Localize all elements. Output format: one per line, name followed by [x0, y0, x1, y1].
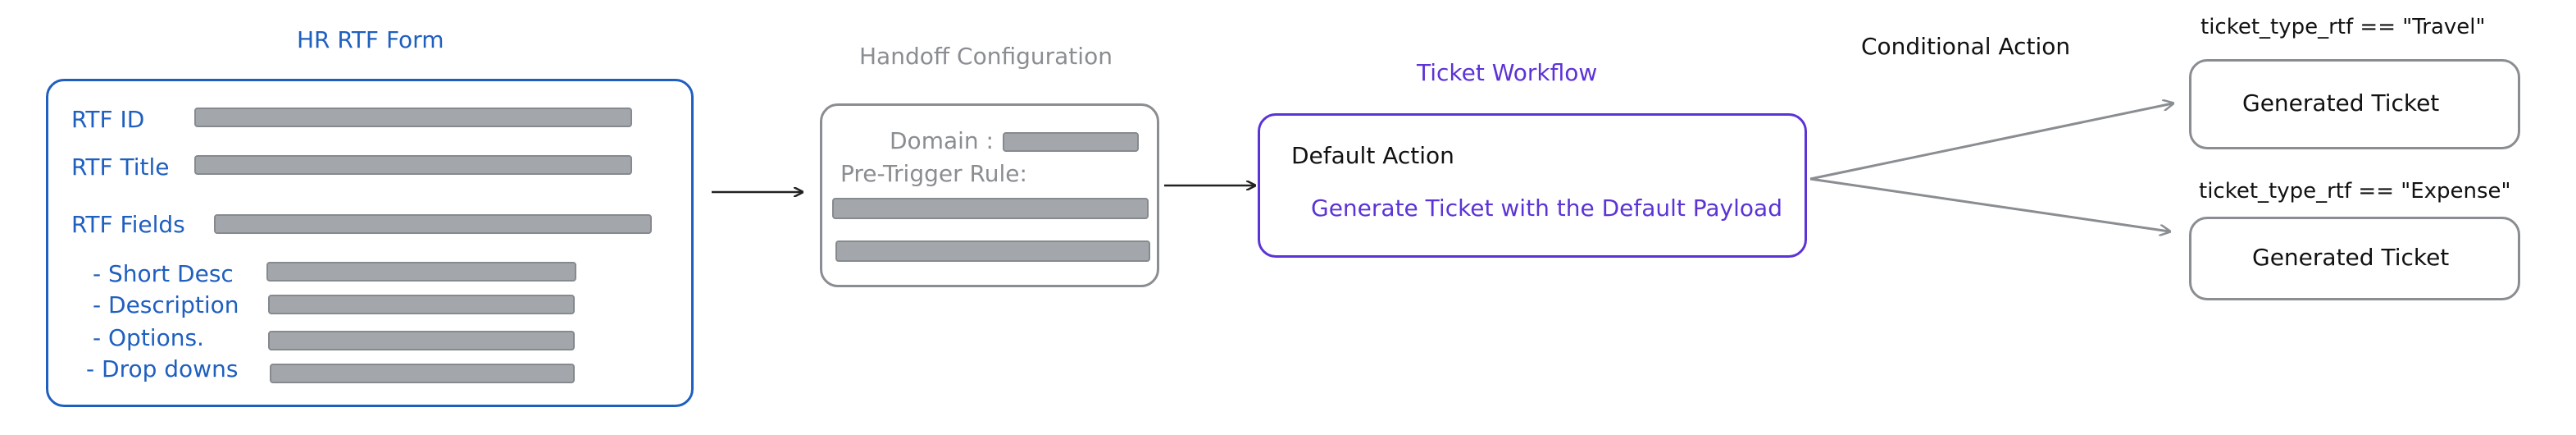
short-desc-label: - Short Desc — [93, 260, 234, 287]
rtf-title-field[interactable] — [194, 155, 632, 175]
workflow-title: Ticket Workflow — [1417, 59, 1598, 86]
rtf-fields-label: RTF Fields — [71, 211, 185, 238]
hr-form-title: HR RTF Form — [297, 26, 444, 53]
default-action-label: Default Action — [1291, 142, 1454, 169]
rtf-id-field[interactable] — [194, 108, 632, 127]
expense-condition: ticket_type_rtf == "Expense" — [2199, 179, 2511, 204]
hr-form-box: RTF ID RTF Title RTF Fields - Short Desc… — [46, 79, 694, 407]
handoff-box: Domain : Pre-Trigger Rule: — [820, 103, 1159, 287]
rtf-fields-field[interactable] — [214, 214, 652, 234]
handoff-title: Handoff Configuration — [859, 43, 1113, 70]
default-payload-label: Generate Ticket with the Default Payload — [1311, 195, 1782, 222]
drop-downs-field[interactable] — [270, 364, 575, 383]
options-label: - Options. — [93, 324, 204, 351]
domain-label: Domain : — [890, 127, 994, 154]
workflow-box: Default Action Generate Ticket with the … — [1258, 113, 1807, 258]
description-field[interactable] — [268, 295, 575, 314]
description-label: - Description — [93, 291, 239, 318]
arrow-workflow-to-travel — [1809, 103, 2173, 181]
domain-field[interactable] — [1003, 132, 1139, 152]
conditional-title: Conditional Action — [1861, 33, 2071, 60]
expense-ticket-label: Generated Ticket — [2252, 244, 2450, 271]
short-desc-field[interactable] — [266, 262, 576, 282]
pre-trigger-field-2[interactable] — [835, 240, 1150, 262]
options-field[interactable] — [268, 331, 575, 350]
travel-ticket-label: Generated Ticket — [2242, 89, 2440, 117]
pre-trigger-field-1[interactable] — [832, 198, 1149, 219]
arrow-workflow-to-expense — [1809, 177, 2169, 231]
travel-condition: ticket_type_rtf == "Travel" — [2201, 15, 2486, 39]
expense-ticket-box: Generated Ticket — [2189, 217, 2520, 300]
rtf-id-label: RTF ID — [71, 106, 145, 133]
travel-ticket-box: Generated Ticket — [2189, 59, 2520, 149]
pre-trigger-label: Pre-Trigger Rule: — [840, 160, 1027, 187]
drop-downs-label: - Drop downs — [86, 355, 239, 382]
rtf-title-label: RTF Title — [71, 153, 170, 181]
